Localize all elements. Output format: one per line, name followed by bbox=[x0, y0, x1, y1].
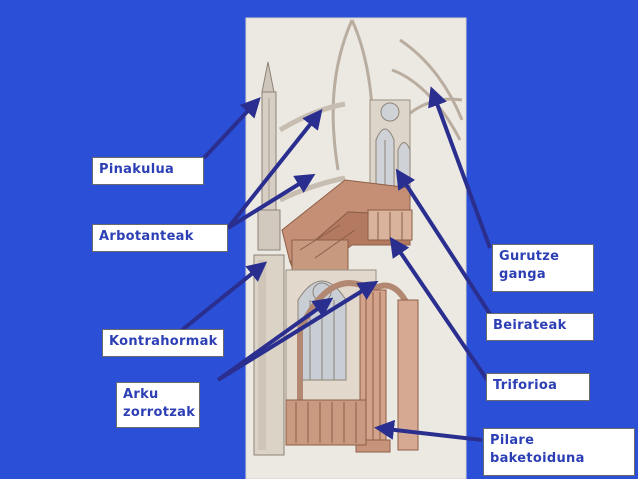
label-arbotanteak: Arbotanteak bbox=[92, 224, 228, 252]
arrow-triforioa bbox=[389, 236, 492, 386]
arrow-gurutze bbox=[428, 86, 492, 249]
compound-pillar bbox=[355, 289, 419, 453]
label-arku-line1: Arku bbox=[123, 387, 159, 402]
triforium bbox=[367, 209, 413, 241]
label-triforioa-text: Triforioa bbox=[493, 378, 558, 393]
label-arku-line2: zorrotzak bbox=[123, 405, 196, 420]
arrow-arku-lower bbox=[216, 280, 379, 382]
label-beirateak: Beirateak bbox=[486, 313, 594, 341]
arrow-beirateak bbox=[395, 168, 492, 316]
label-kontrahormak-text: Kontrahormak bbox=[109, 334, 218, 349]
arrow-kontrahormak bbox=[180, 261, 268, 332]
label-pilare-line2: baketoiduna bbox=[490, 451, 585, 466]
label-kontrahormak: Kontrahormak bbox=[102, 329, 224, 357]
arrow-arbotanteak-upper bbox=[226, 108, 323, 230]
lower-arcade bbox=[285, 399, 367, 446]
label-gurutze-ganga: Gurutze ganga bbox=[492, 244, 594, 292]
label-gurutze-line2: ganga bbox=[499, 267, 546, 282]
label-pilare-line1: Pilare bbox=[490, 433, 535, 448]
arrow-pinakulua bbox=[202, 97, 261, 160]
label-beirateak-text: Beirateak bbox=[493, 318, 567, 333]
label-pinakulua-text: Pinakulua bbox=[99, 162, 175, 177]
pointer-arrows bbox=[180, 86, 492, 442]
label-pinakulua: Pinakulua bbox=[92, 157, 204, 185]
label-arbotanteak-text: Arbotanteak bbox=[99, 229, 194, 244]
arrow-arbotanteak-lower bbox=[226, 173, 316, 230]
label-pilare-baketoiduna: Pilare baketoiduna bbox=[483, 428, 635, 476]
label-triforioa: Triforioa bbox=[486, 373, 590, 401]
label-arku-zorrotzak: Arku zorrotzak bbox=[116, 382, 200, 428]
arrow-pilare bbox=[374, 419, 483, 442]
label-gurutze-line1: Gurutze bbox=[499, 249, 560, 264]
